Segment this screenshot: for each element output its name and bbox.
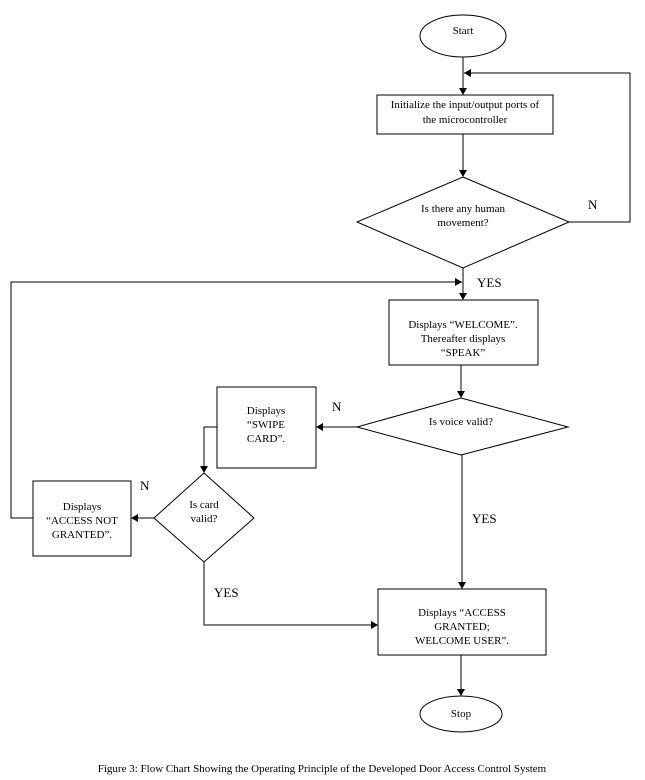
arrowhead	[371, 621, 378, 629]
card-decision	[153, 472, 255, 563]
arrowhead	[457, 391, 465, 398]
arrowhead	[464, 69, 471, 77]
movement-label-line-2: movement?	[437, 217, 488, 229]
granted-label-line-2: GRANTED;	[434, 621, 490, 633]
swipe-label-line-3: CARD”.	[247, 433, 285, 445]
granted-process-box	[377, 588, 547, 656]
voice-decision	[355, 397, 570, 456]
stop-terminal	[419, 695, 503, 733]
edge-denied-loop	[10, 281, 462, 519]
granted-label-line-1: Displays “ACCESS	[418, 607, 506, 619]
swipe-label-line-2: “SWIPE	[247, 419, 285, 431]
arrowhead	[459, 170, 467, 177]
arrowhead	[458, 582, 466, 589]
swipe-label-line-1: Displays	[247, 405, 286, 417]
edge-labels: N YES N YES N YES	[140, 197, 598, 600]
denied-label-line-1: Displays	[63, 501, 102, 513]
arrowhead	[459, 88, 467, 95]
arrowhead	[131, 514, 138, 522]
granted-label-line-3: WELCOME USER”.	[415, 635, 509, 647]
denied-label-line-3: GRANTED”.	[52, 529, 112, 541]
card-label-line-1: Is card	[189, 499, 219, 511]
card-yes-label: YES	[214, 585, 239, 600]
edge-card-yes-granted	[203, 562, 377, 626]
stop-label: Stop	[451, 708, 472, 720]
init-label-line-2: the microcontroller	[423, 114, 508, 126]
start-terminal	[419, 14, 507, 58]
welcome-label-line-2: Thereafter displays	[421, 333, 506, 345]
node-labels: Start Initialize the input/output ports …	[46, 25, 539, 720]
welcome-label-line-1: Displays “WELCOME”.	[408, 319, 518, 331]
arrowhead	[200, 466, 208, 473]
movement-yes-label: YES	[477, 275, 502, 290]
denied-label-line-2: “ACCESS NOT	[46, 515, 118, 527]
figure-caption: Figure 3: Flow Chart Showing the Operati…	[98, 763, 547, 775]
movement-decision	[355, 176, 571, 269]
arrowhead	[455, 278, 462, 286]
shapes	[32, 14, 571, 733]
arrowhead	[457, 689, 465, 696]
arrowhead	[316, 423, 323, 431]
welcome-label-line-3: “SPEAK”	[441, 347, 486, 359]
denied-process-box	[32, 480, 132, 557]
voice-yes-label: YES	[472, 511, 497, 526]
edge-swipe-card	[203, 426, 217, 472]
connectors	[10, 57, 631, 696]
init-label-line-1: Initialize the input/output ports of	[391, 99, 540, 111]
card-no-label: N	[140, 478, 150, 493]
edge-movement-no-loop	[464, 72, 631, 223]
start-label: Start	[453, 25, 474, 37]
movement-no-label: N	[588, 197, 598, 212]
arrowhead	[459, 293, 467, 300]
swipe-process-box	[216, 386, 317, 469]
movement-label-line-1: Is there any human	[421, 203, 505, 215]
voice-no-label: N	[332, 399, 342, 414]
init-process-box	[376, 94, 554, 135]
welcome-process-box	[388, 299, 539, 366]
voice-label: Is voice valid?	[429, 416, 493, 428]
card-label-line-2: valid?	[191, 513, 218, 525]
